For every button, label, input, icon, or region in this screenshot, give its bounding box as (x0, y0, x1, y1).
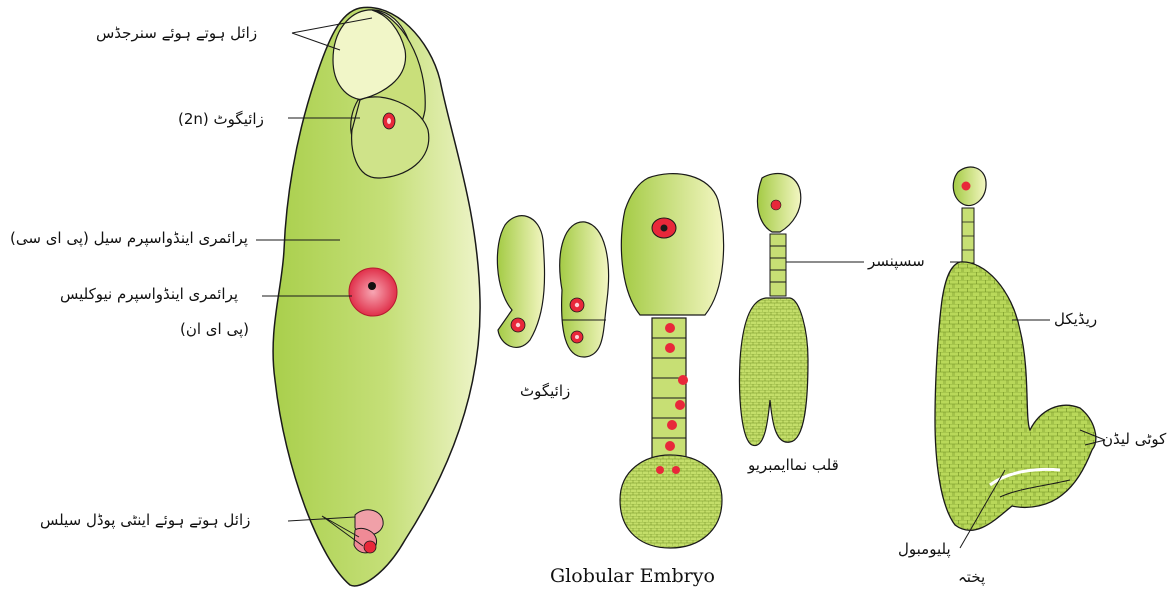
synergids-label: زائل ہوتے ہوئے سنرجڈس (96, 24, 257, 42)
mature-embryo (935, 167, 1096, 530)
zygote-cell-single (497, 216, 544, 348)
mature-embryo-label: پختہ (958, 568, 985, 586)
pen-label-line1: پرائمری اینڈواسپرم نیوکلیس (60, 285, 238, 303)
pen-label-line2: (پی ای ان) (180, 320, 249, 338)
suspensor-label: سسپنسر (868, 252, 925, 270)
zygote-cell-divided (560, 222, 609, 357)
heart-embryo-label: قلب نماایمبریو (748, 456, 839, 474)
zygote-2n-label: زائیگوٹ (2n) (178, 110, 264, 128)
zygote-label: زائیگوٹ (520, 382, 570, 400)
primary-endosperm-nucleus (349, 268, 397, 316)
globular-embryo-label: Globular Embryo (550, 565, 715, 587)
heart-shaped-embryo (740, 174, 809, 446)
globular-embryo (620, 174, 724, 548)
plumule-label: پلیومبول (898, 540, 951, 558)
cotyledon-label: کوٹی لیڈن (1102, 430, 1166, 448)
antipodals-label: زائل ہوتے ہوئے اینٹی پوڈل سیلس (40, 511, 250, 529)
pec-label: پرائمری اینڈواسپرم سیل (پی ای سی) (10, 229, 248, 247)
radicle-label: ریڈیکل (1054, 310, 1097, 328)
